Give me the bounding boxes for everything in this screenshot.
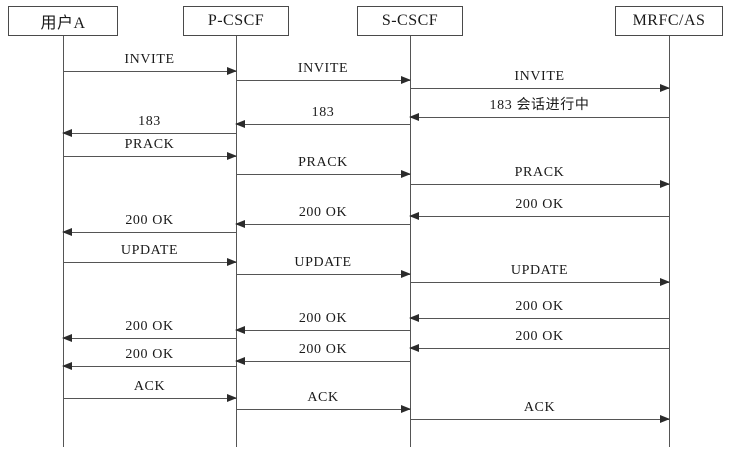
message-label: 200 OK	[298, 205, 348, 220]
arrow-head-icon	[660, 84, 670, 92]
arrow-shaft	[236, 80, 410, 81]
arrow-shaft	[63, 262, 236, 263]
arrow-head-icon	[227, 394, 237, 402]
message-label: UPDATE	[294, 255, 352, 270]
message-label: 200 OK	[515, 299, 564, 314]
lifeline-ua	[63, 36, 64, 447]
arrow-shaft	[63, 71, 236, 72]
arrow-head-icon	[409, 212, 419, 220]
arrow-shaft	[410, 282, 669, 283]
lifeline-pcscf	[236, 36, 237, 447]
arrow-shaft	[236, 124, 410, 125]
message-label: 200 OK	[125, 213, 174, 228]
arrow-head-icon	[235, 326, 245, 334]
actor-box-pcscf[interactable]: P-CSCF	[183, 6, 289, 36]
arrow-shaft	[410, 318, 669, 319]
message-label: INVITE	[297, 61, 349, 76]
actor-label-ua: 用户A	[40, 15, 86, 32]
arrow-head-icon	[235, 220, 245, 228]
arrow-head-icon	[62, 129, 72, 137]
arrow-head-icon	[409, 344, 419, 352]
actor-box-scscf[interactable]: S-CSCF	[357, 6, 463, 36]
message-label: 183	[311, 105, 335, 120]
arrow-shaft	[63, 156, 236, 157]
arrow-shaft	[410, 88, 669, 89]
actor-box-ua[interactable]: 用户A	[8, 6, 118, 36]
arrow-head-icon	[401, 405, 411, 413]
arrow-shaft	[410, 348, 669, 349]
arrow-head-icon	[62, 228, 72, 236]
arrow-head-icon	[227, 152, 237, 160]
lifeline-mrfc	[669, 36, 670, 447]
arrow-shaft	[236, 409, 410, 410]
arrow-shaft	[63, 338, 236, 339]
arrow-shaft	[63, 232, 236, 233]
arrow-shaft	[410, 117, 669, 118]
actor-box-mrfc[interactable]: MRFC/AS	[615, 6, 723, 36]
message-label: 200 OK	[515, 329, 564, 344]
arrow-head-icon	[401, 270, 411, 278]
arrow-shaft	[410, 216, 669, 217]
arrow-head-icon	[227, 67, 237, 75]
message-label: ACK	[133, 379, 166, 394]
arrow-shaft	[410, 419, 669, 420]
message-label: INVITE	[514, 69, 565, 84]
message-label: UPDATE	[120, 243, 179, 258]
message-label: ACK	[523, 400, 556, 415]
message-label: 200 OK	[298, 342, 348, 357]
message-label: 183 会话进行中	[489, 98, 590, 113]
arrow-head-icon	[660, 180, 670, 188]
arrow-head-icon	[62, 334, 72, 342]
arrow-head-icon	[409, 113, 419, 121]
message-label: 200 OK	[125, 347, 174, 362]
arrow-shaft	[236, 330, 410, 331]
message-label: 183	[138, 114, 161, 129]
message-label: ACK	[307, 390, 339, 405]
message-label: INVITE	[124, 52, 175, 67]
actor-label-pcscf: P-CSCF	[207, 12, 265, 29]
arrow-head-icon	[401, 170, 411, 178]
arrow-shaft	[63, 133, 236, 134]
arrow-shaft	[63, 366, 236, 367]
message-label: 200 OK	[125, 319, 174, 334]
arrow-shaft	[236, 224, 410, 225]
arrow-shaft	[236, 174, 410, 175]
arrow-head-icon	[235, 120, 245, 128]
message-label: 200 OK	[515, 197, 564, 212]
actor-label-scscf: S-CSCF	[381, 12, 439, 29]
message-label: PRACK	[514, 165, 565, 180]
arrow-head-icon	[660, 415, 670, 423]
arrow-head-icon	[227, 258, 237, 266]
arrow-shaft	[63, 398, 236, 399]
arrow-head-icon	[401, 76, 411, 84]
message-label: 200 OK	[298, 311, 348, 326]
arrow-head-icon	[660, 278, 670, 286]
lifeline-scscf	[410, 36, 411, 447]
arrow-head-icon	[62, 362, 72, 370]
arrow-shaft	[410, 184, 669, 185]
arrow-shaft	[236, 274, 410, 275]
actor-label-mrfc: MRFC/AS	[632, 12, 706, 29]
message-label: UPDATE	[510, 263, 569, 278]
arrow-head-icon	[409, 314, 419, 322]
arrow-head-icon	[235, 357, 245, 365]
message-label: PRACK	[298, 155, 348, 170]
arrow-shaft	[236, 361, 410, 362]
message-label: PRACK	[124, 137, 175, 152]
